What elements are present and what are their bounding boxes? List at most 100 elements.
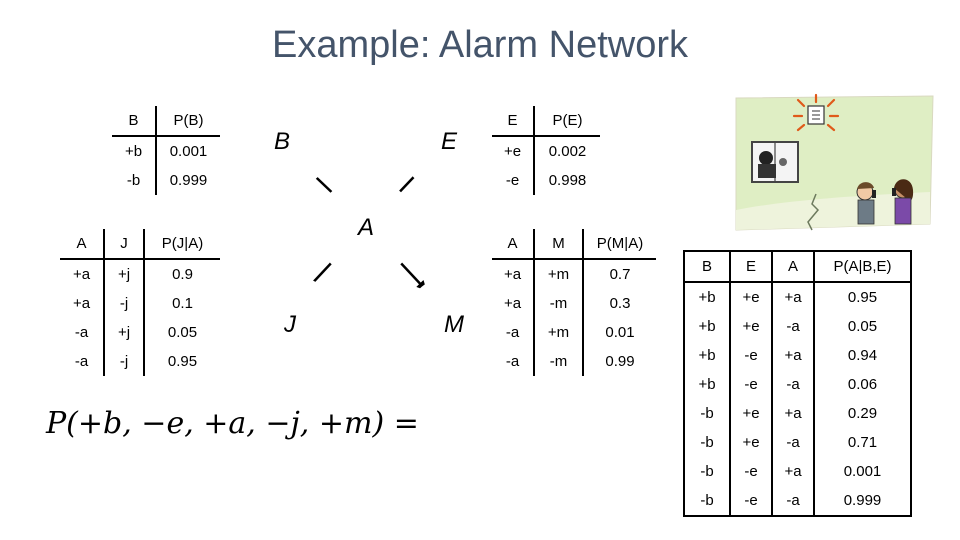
node-j-label: J	[284, 311, 296, 338]
table-cell: +a	[72, 266, 91, 283]
table-cell: 0.3	[582, 289, 656, 318]
table-header-cell: P(A|B,E)	[813, 251, 911, 283]
table-row: -e 0.998	[492, 166, 600, 195]
table-header-cell: B	[112, 106, 156, 137]
table-cell: 0.95	[143, 347, 220, 376]
table-row: +b +e -a 0.05	[684, 312, 911, 341]
table-row: -b -e +a 0.001	[684, 457, 911, 486]
person-john-icon	[856, 182, 876, 225]
table-header-row: A J P(J|A)	[60, 229, 220, 260]
table-cell: +e	[729, 399, 772, 428]
table-cell: -e	[729, 370, 772, 399]
table-cell: -a	[771, 428, 814, 457]
node-j: J	[240, 275, 340, 375]
table-row: +b 0.001	[112, 136, 220, 166]
node-e: E	[399, 92, 499, 192]
table-cell: +b	[698, 376, 716, 393]
table-cell: +a	[503, 266, 522, 283]
table-header-cell: P(B)	[155, 106, 220, 137]
slide-title: Example: Alarm Network	[271, 24, 688, 66]
table-header-row: E P(E)	[492, 106, 600, 137]
table-header-row: A M P(M|A)	[492, 229, 656, 260]
cpt-j-table: A J P(J|A) +a +j 0.9 +a -j 0.1 -a +j 0.0…	[60, 229, 220, 376]
table-cell: 0.999	[155, 166, 220, 195]
node-m-label: M	[444, 311, 464, 338]
table-cell: -m	[533, 289, 583, 318]
table-header-cell: P(E)	[533, 106, 600, 137]
table-cell: 0.01	[582, 318, 656, 347]
table-header-cell: A	[771, 251, 814, 283]
table-cell: 0.71	[813, 428, 911, 457]
table-cell: -e	[729, 486, 772, 516]
table-cell: -a	[505, 353, 520, 370]
burglary-scene-illustration	[735, 93, 934, 231]
table-cell: 0.1	[143, 289, 220, 318]
table-cell: -j	[103, 289, 144, 318]
table-cell: -a	[771, 486, 814, 516]
table-row: +a -j 0.1	[60, 289, 220, 318]
cpt-b-table: B P(B) +b 0.001 -b 0.999	[112, 106, 220, 195]
table-cell: +a	[503, 295, 522, 312]
window-burglar-icon	[751, 141, 799, 183]
table-cell: -a	[771, 312, 814, 341]
table-cell: +e	[729, 428, 772, 457]
cpt-m-table: A M P(M|A) +a +m 0.7 +a -m 0.3 -a +m 0.0…	[492, 229, 656, 376]
table-header-cell: J	[103, 229, 144, 260]
table-cell: +b	[698, 289, 716, 306]
table-header-row: B P(B)	[112, 106, 220, 137]
table-row: +a +m 0.7	[492, 259, 656, 289]
table-cell: -b	[700, 463, 714, 480]
table-cell: +a	[771, 457, 814, 486]
table-header-row: B E A P(A|B,E)	[684, 251, 911, 283]
table-cell: +a	[72, 295, 91, 312]
table-cell: +e	[729, 312, 772, 341]
table-cell: 0.29	[813, 399, 911, 428]
table-cell: 0.9	[143, 259, 220, 289]
table-cell: -b	[126, 172, 141, 189]
node-a: A	[316, 178, 416, 278]
table-cell: 0.05	[813, 312, 911, 341]
table-cell: -m	[533, 347, 583, 376]
table-header-cell: P(J|A)	[143, 229, 220, 260]
table-cell: 0.998	[533, 166, 600, 195]
node-a-label: A	[357, 214, 374, 241]
table-header-cell: A	[492, 229, 534, 260]
table-row: +a -m 0.3	[492, 289, 656, 318]
table-cell: -b	[700, 405, 714, 422]
table-cell: 0.94	[813, 341, 911, 370]
table-cell: -e	[505, 172, 520, 189]
table-header-cell: B	[684, 251, 730, 283]
person-mary-icon	[892, 179, 914, 225]
table-row: -a -j 0.95	[60, 347, 220, 376]
table-row: +b -e +a 0.94	[684, 341, 911, 370]
table-cell: 0.001	[155, 136, 220, 166]
table-row: +a +j 0.9	[60, 259, 220, 289]
table-cell: +e	[503, 143, 522, 160]
table-cell: 0.05	[143, 318, 220, 347]
table-cell: -a	[74, 353, 89, 370]
table-cell: 0.001	[813, 457, 911, 486]
table-cell: 0.002	[533, 136, 600, 166]
joint-probability-formula: P(+b, −e, +a, −j, +m) =	[46, 406, 419, 441]
table-cell: -b	[700, 492, 714, 509]
node-e-label: E	[440, 128, 457, 155]
table-cell: 0.06	[813, 370, 911, 399]
table-row: -a +j 0.05	[60, 318, 220, 347]
table-cell: +j	[103, 318, 144, 347]
node-m: M	[404, 275, 504, 375]
table-cell: 0.7	[582, 259, 656, 289]
table-cell: -a	[771, 370, 814, 399]
table-cell: +e	[729, 282, 772, 312]
table-row: -a -m 0.99	[492, 347, 656, 376]
table-cell: +b	[124, 143, 143, 160]
table-cell: +b	[698, 347, 716, 364]
table-row: -b 0.999	[112, 166, 220, 195]
table-cell: +a	[771, 341, 814, 370]
cpt-e-table: E P(E) +e 0.002 -e 0.998	[492, 106, 600, 195]
cpt-a-table: B E A P(A|B,E) +b +e +a 0.95 +b +e -a 0.…	[683, 250, 912, 517]
table-cell: +j	[103, 259, 144, 289]
table-cell: 0.999	[813, 486, 911, 516]
table-cell: -e	[729, 341, 772, 370]
table-cell: -a	[505, 324, 520, 341]
table-row: -b +e -a 0.71	[684, 428, 911, 457]
